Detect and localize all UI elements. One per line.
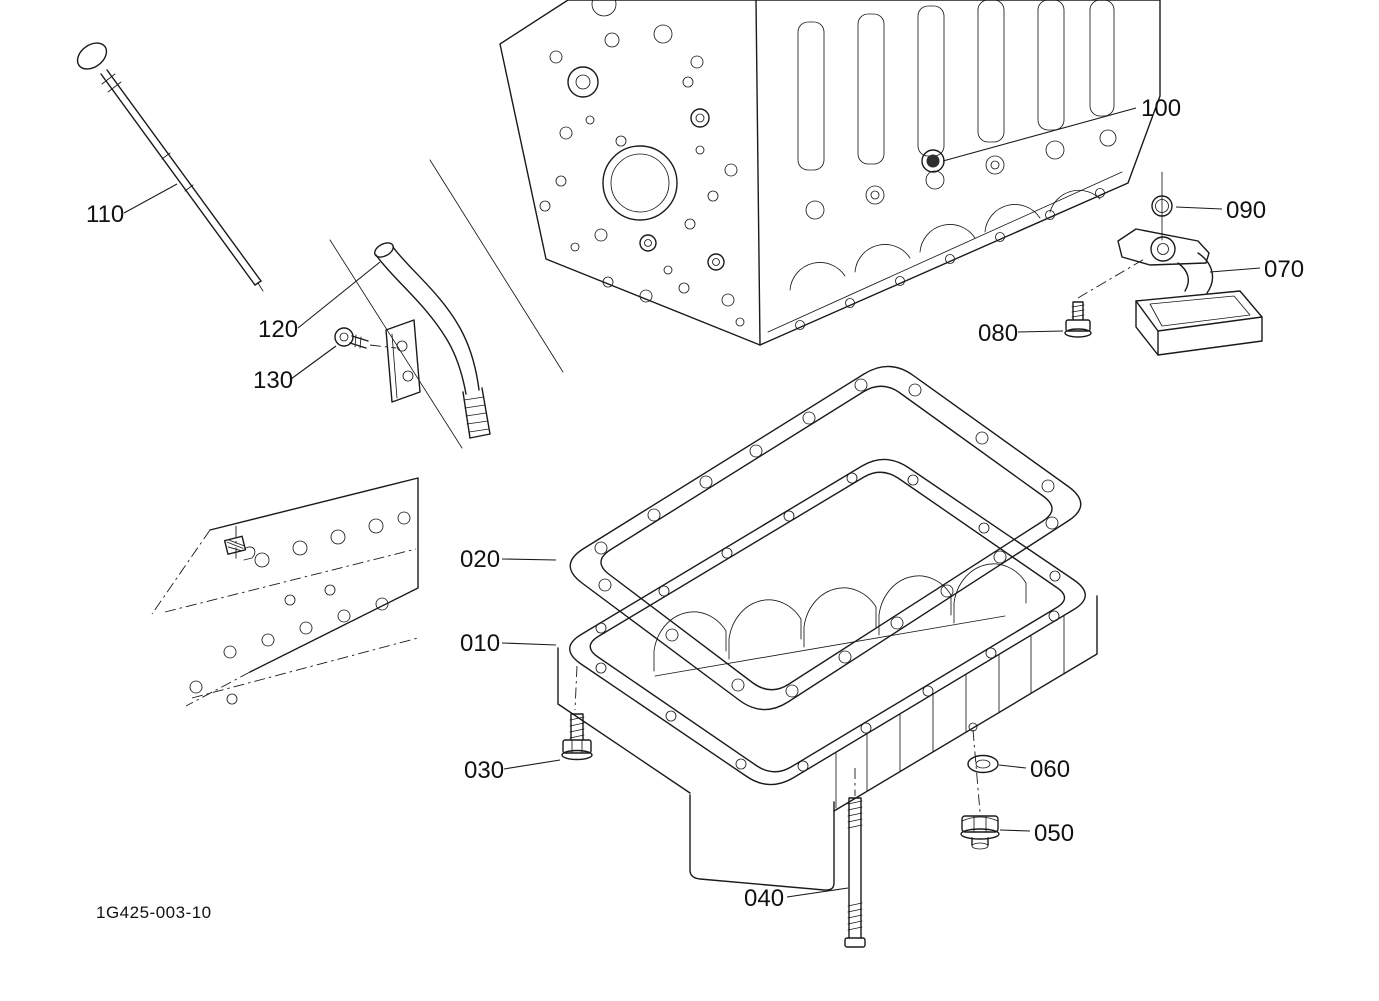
stud-bolt [844, 768, 866, 948]
tube-bracket [385, 319, 421, 403]
side-cover-plate [151, 477, 419, 707]
oil-dipstick [76, 42, 264, 292]
callout-020[interactable]: 020 [460, 546, 500, 573]
plug-100 [921, 149, 945, 173]
callout-090[interactable]: 090 [1226, 197, 1266, 224]
drawing-code: 1G425-003-10 [96, 903, 212, 922]
dipstick-tube [374, 242, 491, 439]
callout-120[interactable]: 120 [258, 316, 298, 343]
drain-plug [960, 815, 1000, 850]
section-plane-lines [329, 159, 564, 449]
bracket-bolt [334, 327, 397, 349]
flange-bolt [561, 665, 593, 761]
callout-130[interactable]: 130 [253, 367, 293, 394]
callouts: 110 120 130 020 010 030 040 050 060 070 … [86, 95, 1304, 912]
callout-060[interactable]: 060 [1030, 756, 1070, 783]
oil-pan-gasket [569, 365, 1082, 711]
o-ring [1151, 195, 1173, 217]
callout-100[interactable]: 100 [1141, 95, 1181, 122]
callout-070[interactable]: 070 [1264, 256, 1304, 283]
callout-080[interactable]: 080 [978, 320, 1018, 347]
oil-pan [557, 458, 1098, 891]
callout-110[interactable]: 110 [86, 201, 124, 228]
leader-lines [123, 107, 1261, 898]
engine-block [499, 0, 1161, 346]
drain-washer [967, 754, 999, 774]
callout-050[interactable]: 050 [1034, 820, 1074, 847]
callout-040[interactable]: 040 [744, 885, 784, 912]
oil-strainer [1117, 171, 1263, 356]
callout-010[interactable]: 010 [460, 630, 500, 657]
strainer-bolt [1064, 257, 1147, 338]
callout-030[interactable]: 030 [464, 757, 504, 784]
